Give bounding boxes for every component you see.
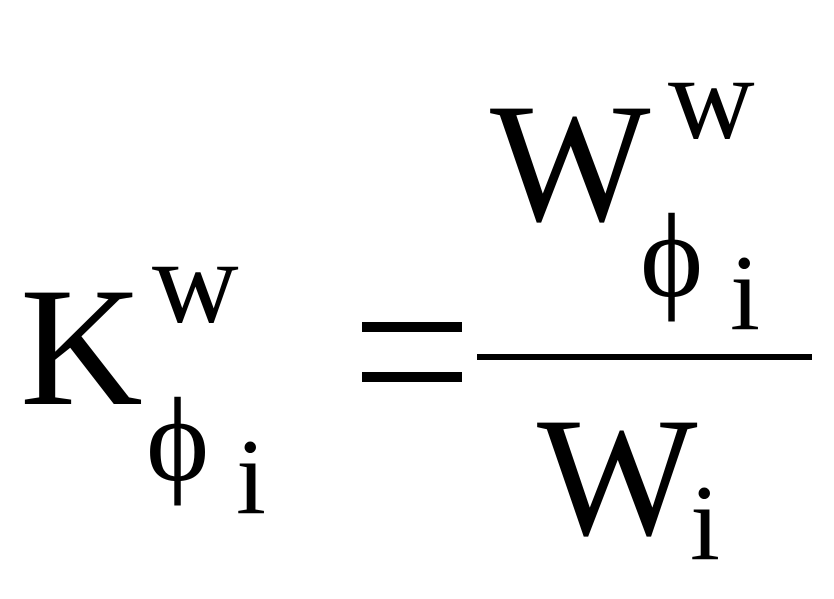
equals-bottom-bar bbox=[362, 372, 462, 382]
numerator-base-symbol: W bbox=[490, 69, 651, 257]
fraction-bar bbox=[477, 354, 812, 360]
denominator-subscript-index: i bbox=[690, 464, 721, 583]
lhs-superscript: w bbox=[152, 215, 239, 348]
numerator-superscript: w bbox=[668, 31, 755, 164]
equals-top-bar bbox=[362, 322, 462, 332]
numerator-subscript-phi: ϕ bbox=[640, 189, 704, 322]
lhs-subscript-index: i bbox=[236, 418, 267, 537]
numerator-subscript-index: i bbox=[730, 234, 761, 353]
equals-sign: = bbox=[362, 322, 462, 384]
lhs-subscript-phi: ϕ bbox=[146, 373, 210, 506]
lhs-base-symbol: K bbox=[20, 253, 143, 441]
denominator-base-symbol: W bbox=[537, 383, 698, 571]
